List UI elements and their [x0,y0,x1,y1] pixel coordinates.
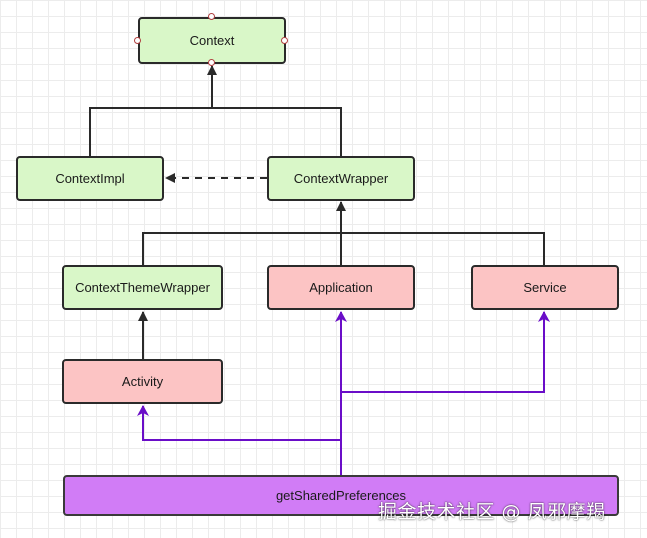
node-contextwrapper-label: ContextWrapper [293,171,389,186]
node-application-label: Application [309,280,373,295]
node-contextimpl-label: ContextImpl [55,171,125,186]
node-application[interactable]: Application [267,265,415,310]
call-line-to-service [341,311,550,393]
call-line-to-activity [137,405,341,441]
selection-handle-right[interactable] [281,37,288,44]
inherit-line-contextimpl-to-context [89,107,342,156]
node-contextwrapper[interactable]: ContextWrapper [267,156,415,201]
selection-handle-top[interactable] [208,13,215,20]
node-contextthemewrapper-label: ContextThemeWrapper [75,280,210,295]
node-contextimpl[interactable]: ContextImpl [16,156,164,201]
inherit-line-subclasses-to-wrapper [142,232,545,265]
selection-handle-left[interactable] [134,37,141,44]
selection-handle-bottom[interactable] [208,59,215,66]
watermark-text: 掘金技术社区 @ 凤邪摩羯 [378,501,606,523]
node-contextthemewrapper[interactable]: ContextThemeWrapper [62,265,223,310]
node-service-label: Service [523,280,567,295]
node-getsharedpreferences[interactable]: getSharedPreferences [63,475,619,516]
node-activity-label: Activity [121,374,164,389]
node-context-label: Context [189,33,235,48]
node-context[interactable]: Context [138,17,286,64]
node-getsharedpreferences-label: getSharedPreferences [275,488,407,503]
node-activity[interactable]: Activity [62,359,223,404]
node-service[interactable]: Service [471,265,619,310]
